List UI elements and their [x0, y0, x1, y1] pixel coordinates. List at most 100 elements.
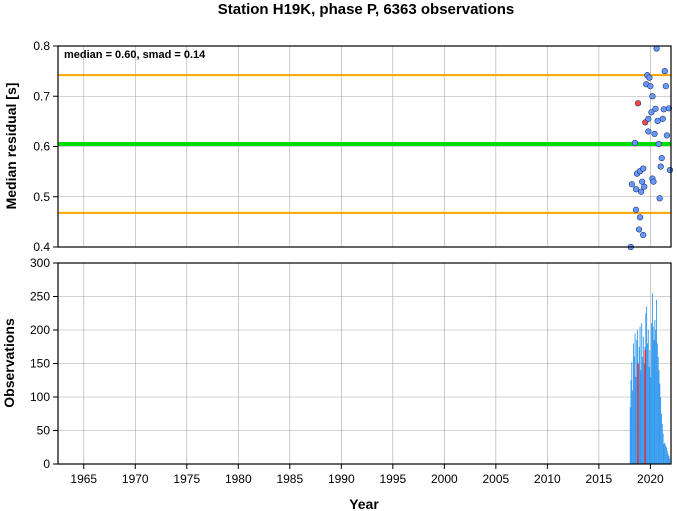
data-point	[631, 139, 639, 147]
data-point	[654, 117, 661, 124]
bottom-y-tick-label: 200	[30, 323, 50, 337]
histogram-bar	[667, 453, 669, 464]
data-point	[660, 106, 667, 113]
data-point	[645, 128, 652, 135]
histogram-bar	[635, 376, 637, 464]
bottom-y-tick-label: 50	[37, 424, 51, 438]
histogram-bar	[643, 363, 645, 464]
histogram-bar	[668, 455, 670, 464]
bottom-y-tick-label: 150	[30, 357, 50, 371]
histogram-bar	[641, 323, 643, 464]
histogram-bar	[661, 413, 662, 464]
data-point	[662, 83, 669, 90]
histogram-bar	[630, 380, 632, 464]
bottom-y-tick-label: 0	[43, 457, 50, 471]
histogram-bar	[651, 293, 653, 464]
histogram-bar	[658, 370, 660, 464]
histogram-bar	[650, 376, 652, 464]
data-point	[628, 181, 635, 188]
histogram-bar	[632, 343, 634, 464]
histogram-bar	[633, 356, 635, 464]
bottom-y-tick-label: 300	[30, 256, 50, 270]
flagged-bar	[637, 363, 639, 464]
flagged-point	[634, 100, 642, 107]
data-point	[655, 140, 662, 148]
histogram-bar	[654, 319, 656, 464]
x-tick-label: 1985	[276, 472, 303, 486]
x-tick-label: 2000	[431, 472, 458, 486]
histogram-bar	[652, 326, 654, 464]
data-point	[652, 105, 659, 112]
histogram-bar	[665, 445, 667, 464]
data-point	[659, 115, 666, 122]
x-tick-label: 2010	[534, 472, 561, 486]
histogram-bar	[649, 350, 651, 464]
data-point	[640, 231, 647, 239]
histogram-bar	[656, 299, 657, 464]
data-point	[663, 132, 670, 139]
data-point	[650, 178, 657, 185]
histogram-bar	[663, 443, 665, 464]
x-tick-label: 1990	[328, 472, 355, 486]
bottom-y-tick-label: 100	[30, 390, 50, 404]
stats-annotation: median = 0.60, smad = 0.14	[64, 49, 206, 61]
data-point	[648, 109, 655, 116]
histogram-bar	[639, 326, 641, 464]
histogram-bar	[662, 433, 664, 464]
data-point	[658, 154, 665, 162]
histogram-bar	[629, 407, 631, 464]
data-point	[638, 188, 645, 195]
data-point	[649, 93, 656, 100]
data-point	[636, 214, 644, 221]
x-tick-label: 1965	[70, 472, 97, 486]
reference-lines	[58, 74, 671, 214]
data-point	[635, 226, 643, 233]
bottom-y-ticks: 0 50 100 150 200 250 300	[30, 256, 58, 471]
data-point	[657, 163, 664, 170]
top-y-tick-label: 0.7	[33, 89, 50, 103]
data-point	[665, 105, 673, 112]
x-tick-label: 1970	[122, 472, 149, 486]
histogram-bar	[664, 442, 666, 464]
data-point	[651, 130, 658, 138]
histogram-bar	[642, 336, 644, 464]
data-point	[641, 183, 648, 190]
data-point	[640, 165, 647, 172]
x-tick-label: 1975	[173, 472, 200, 486]
histogram-bar	[631, 362, 633, 464]
histogram-bar	[659, 383, 661, 464]
data-point	[632, 206, 640, 213]
top-y-ticks: 0.40.50.60.70.8	[33, 39, 58, 254]
x-tick-label: 2015	[586, 472, 613, 486]
bottom-y-axis-label: Observations	[1, 318, 17, 408]
top-y-tick-label: 0.8	[33, 39, 50, 53]
x-tick-label: 1980	[225, 472, 252, 486]
x-tick-label: 2005	[483, 472, 510, 486]
data-point	[645, 115, 652, 122]
histogram-bar	[651, 323, 653, 464]
histogram-bar	[634, 333, 636, 464]
histogram-bar	[640, 370, 642, 464]
top-grid	[58, 45, 671, 248]
histogram-bar	[648, 366, 650, 464]
data-point	[661, 68, 668, 75]
data-point	[656, 195, 663, 202]
histogram-bar	[666, 450, 668, 464]
top-y-tick-label: 0.4	[33, 240, 50, 254]
x-axis-label: Year	[349, 496, 379, 511]
histogram-bar	[665, 447, 667, 464]
histogram-bar	[669, 458, 671, 464]
data-point	[647, 83, 654, 90]
histogram-bars	[629, 293, 671, 464]
histogram-bar	[660, 397, 662, 464]
bottom-y-tick-label: 250	[30, 290, 50, 304]
histogram-bar	[657, 356, 659, 464]
top-y-tick-label: 0.6	[33, 140, 50, 154]
histogram-bar	[646, 306, 648, 464]
histogram-bar	[653, 340, 655, 464]
histogram-bar	[632, 390, 634, 464]
histogram-bar	[638, 346, 640, 464]
data-point	[632, 186, 640, 193]
histogram-bar	[655, 330, 657, 464]
